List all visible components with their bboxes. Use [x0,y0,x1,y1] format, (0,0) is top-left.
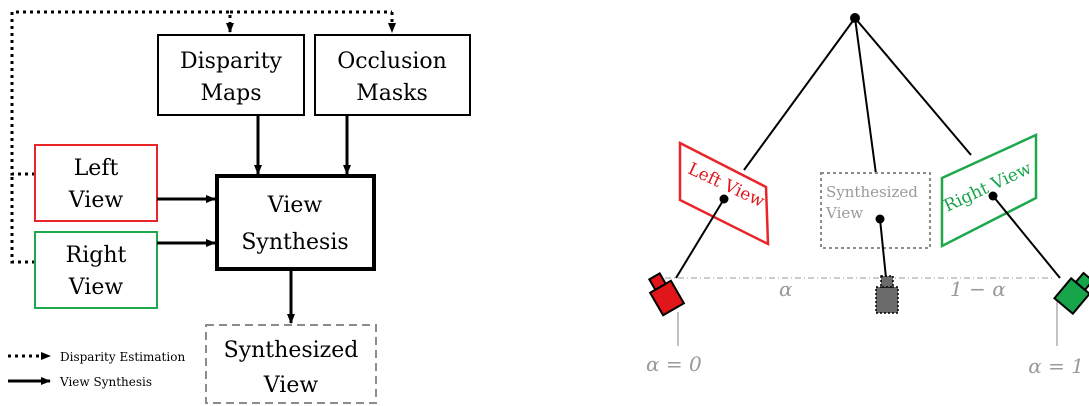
occlusion-masks-box: Occlusion Masks [314,34,471,116]
left-view-box: Left View [34,144,158,222]
legend-view-synthesis: View Synthesis [59,375,152,389]
camera-rays [675,195,1061,279]
view-synthesis-arrows [157,115,351,324]
disparity-maps-line2: Maps [200,81,261,106]
right-view-point [988,191,998,201]
occlusion-masks-line2: Masks [356,81,428,106]
right-view-line1: Right [66,243,127,268]
left-view-line2: View [68,188,124,213]
apex-to-synth-view [854,17,877,175]
left-camera-icon [647,271,686,317]
apex-to-left-view [743,17,856,171]
flowchart: Disparity Maps Occlusion Masks Left View… [8,10,471,404]
synthesized-view-plane-line2: View [825,204,863,222]
synthesized-view-plane: Synthesized View [820,172,931,249]
scene-point [850,13,860,23]
camera-diagram: Left View Synthesized View Right View [646,13,1089,378]
dotted-path-from-left-view [10,10,234,176]
ray-synth [879,218,887,279]
alpha-one-label: α = 1 [1028,354,1084,378]
right-view-plane: Right View [940,133,1038,249]
synthesized-view-plane-line1: Synthesized [826,183,918,201]
synthesized-view-line2: View [263,373,319,398]
legend-disparity-estimation: Disparity Estimation [60,350,185,364]
view-synthesis-line2: Synthesis [241,230,348,255]
ray-right [992,195,1061,279]
synthesized-view-box: Synthesized View [205,324,377,404]
left-view-plane: Left View [678,140,770,247]
occlusion-masks-line1: Occlusion [337,49,447,74]
disparity-maps-box: Disparity Maps [157,34,305,116]
view-synthesis-line1: View [267,193,323,218]
apex-to-right-view [854,17,972,156]
disparity-estimation-paths [10,10,396,264]
alpha-label: α [779,277,793,301]
legend: Disparity Estimation View Synthesis [8,350,185,389]
synthesized-view-line1: Synthesized [224,338,359,363]
right-view-box: Right View [34,231,158,309]
ray-left [675,198,725,279]
dotted-path-from-right-view [10,174,35,264]
one-minus-alpha-label: 1 − α [950,277,1006,301]
disparity-maps-line1: Disparity [180,49,283,74]
left-view-line1: Left [74,156,119,181]
alpha-zero-label: α = 0 [646,352,702,376]
right-camera-icon [1053,271,1089,316]
left-view-point [719,194,729,204]
right-view-line2: View [68,275,124,300]
synthesized-camera-icon [875,275,899,314]
synth-view-point [875,214,885,224]
projection-lines [743,17,972,175]
view-synthesis-box: View Synthesis [215,174,376,271]
